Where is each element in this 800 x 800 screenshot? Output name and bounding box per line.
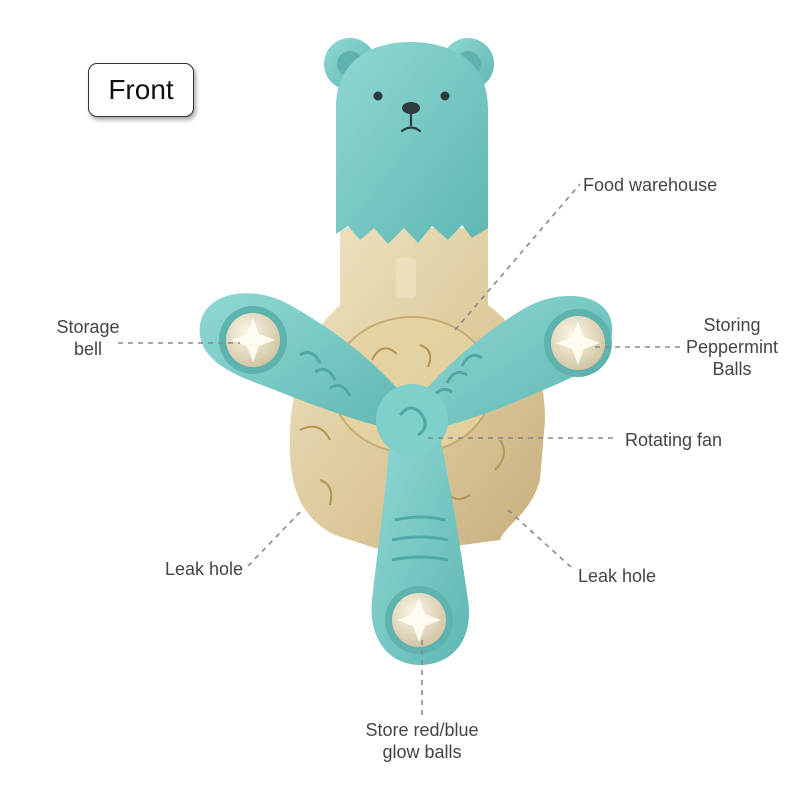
bear-eye-left [373, 91, 383, 101]
rotating-fan [199, 293, 613, 665]
leader-leak-hole-left [247, 509, 303, 567]
label-store-glow-balls: Store red/blue glow balls [365, 720, 479, 762]
leader-leak-hole-right [507, 509, 573, 569]
bear-nose [402, 102, 420, 114]
label-rotating-fan: Rotating fan [625, 430, 723, 450]
front-view-label: Front [88, 63, 194, 117]
leader-food-warehouse [454, 183, 581, 331]
label-leak-hole-left: Leak hole [165, 559, 244, 579]
leader-lines [118, 183, 685, 716]
label-leak-hole-right: Leak hole [578, 566, 657, 586]
bear-eye-right [440, 91, 450, 101]
fan-hub [376, 384, 448, 456]
bear-head-cap [324, 38, 494, 244]
label-food-warehouse: Food warehouse [583, 175, 718, 195]
label-storage-bell: Storage bell [56, 317, 120, 359]
label-storing-peppermint: Storing Peppermint Balls [685, 315, 779, 379]
